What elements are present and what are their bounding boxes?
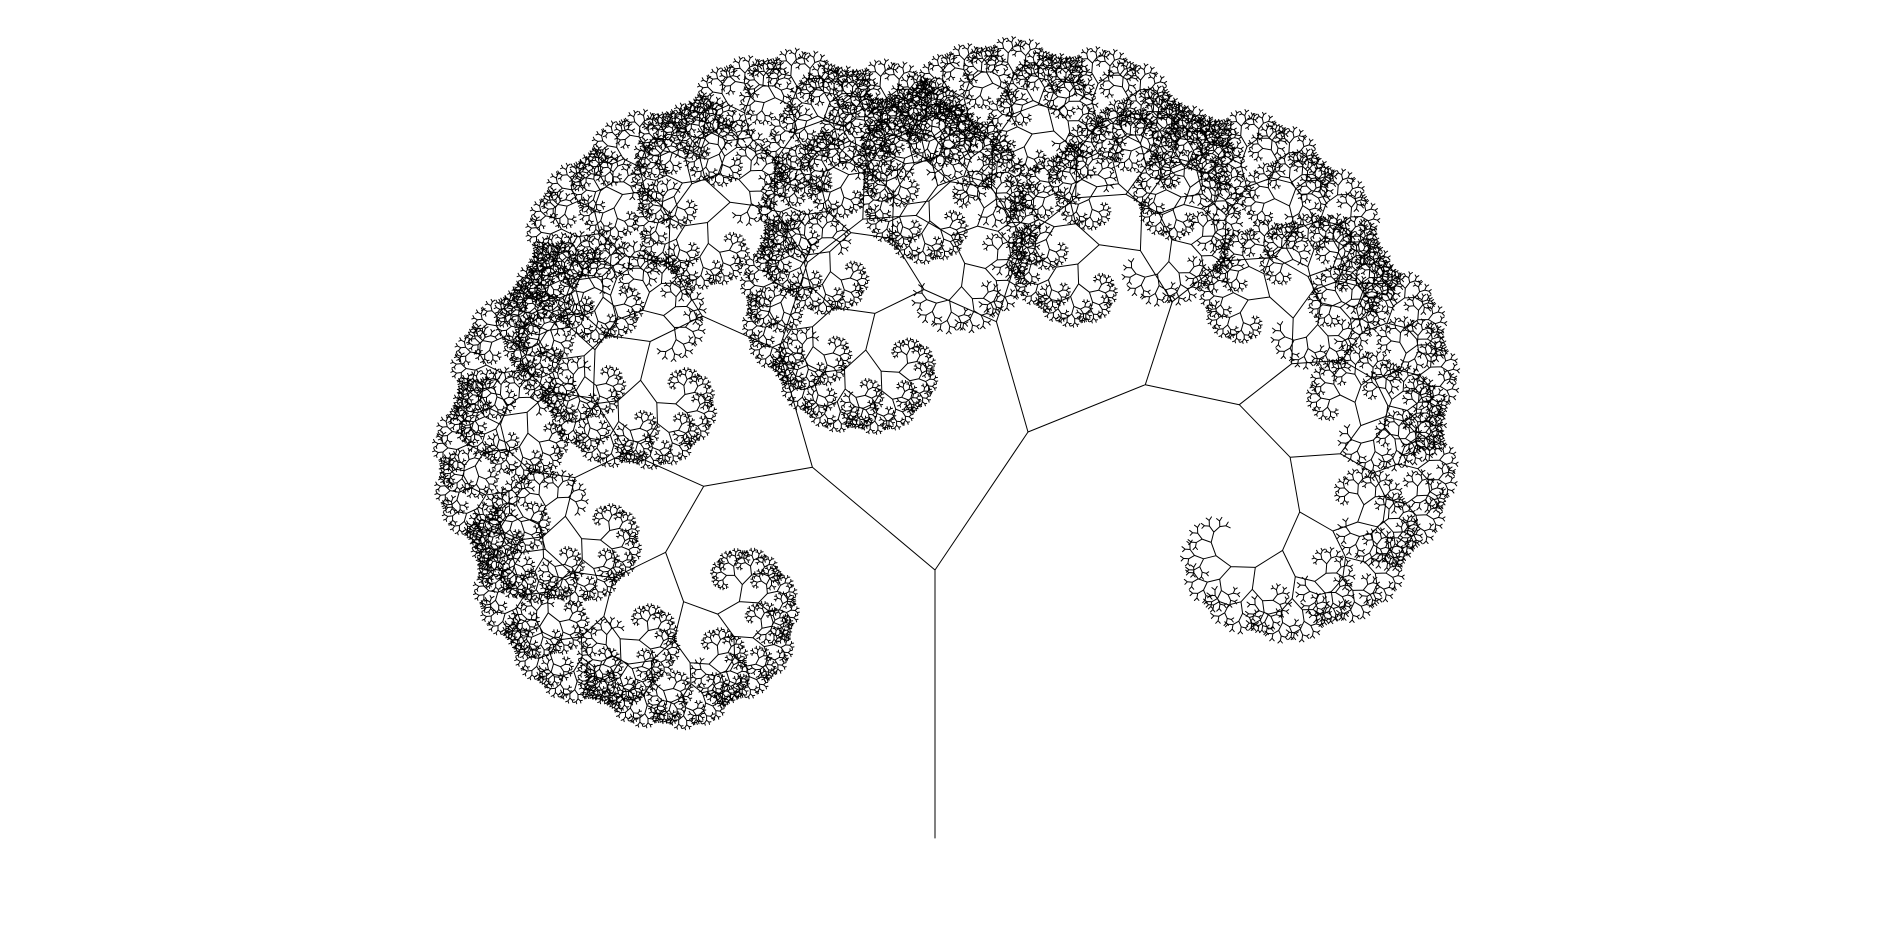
fractal-tree	[432, 35, 1461, 839]
tree-branches	[432, 35, 1461, 839]
